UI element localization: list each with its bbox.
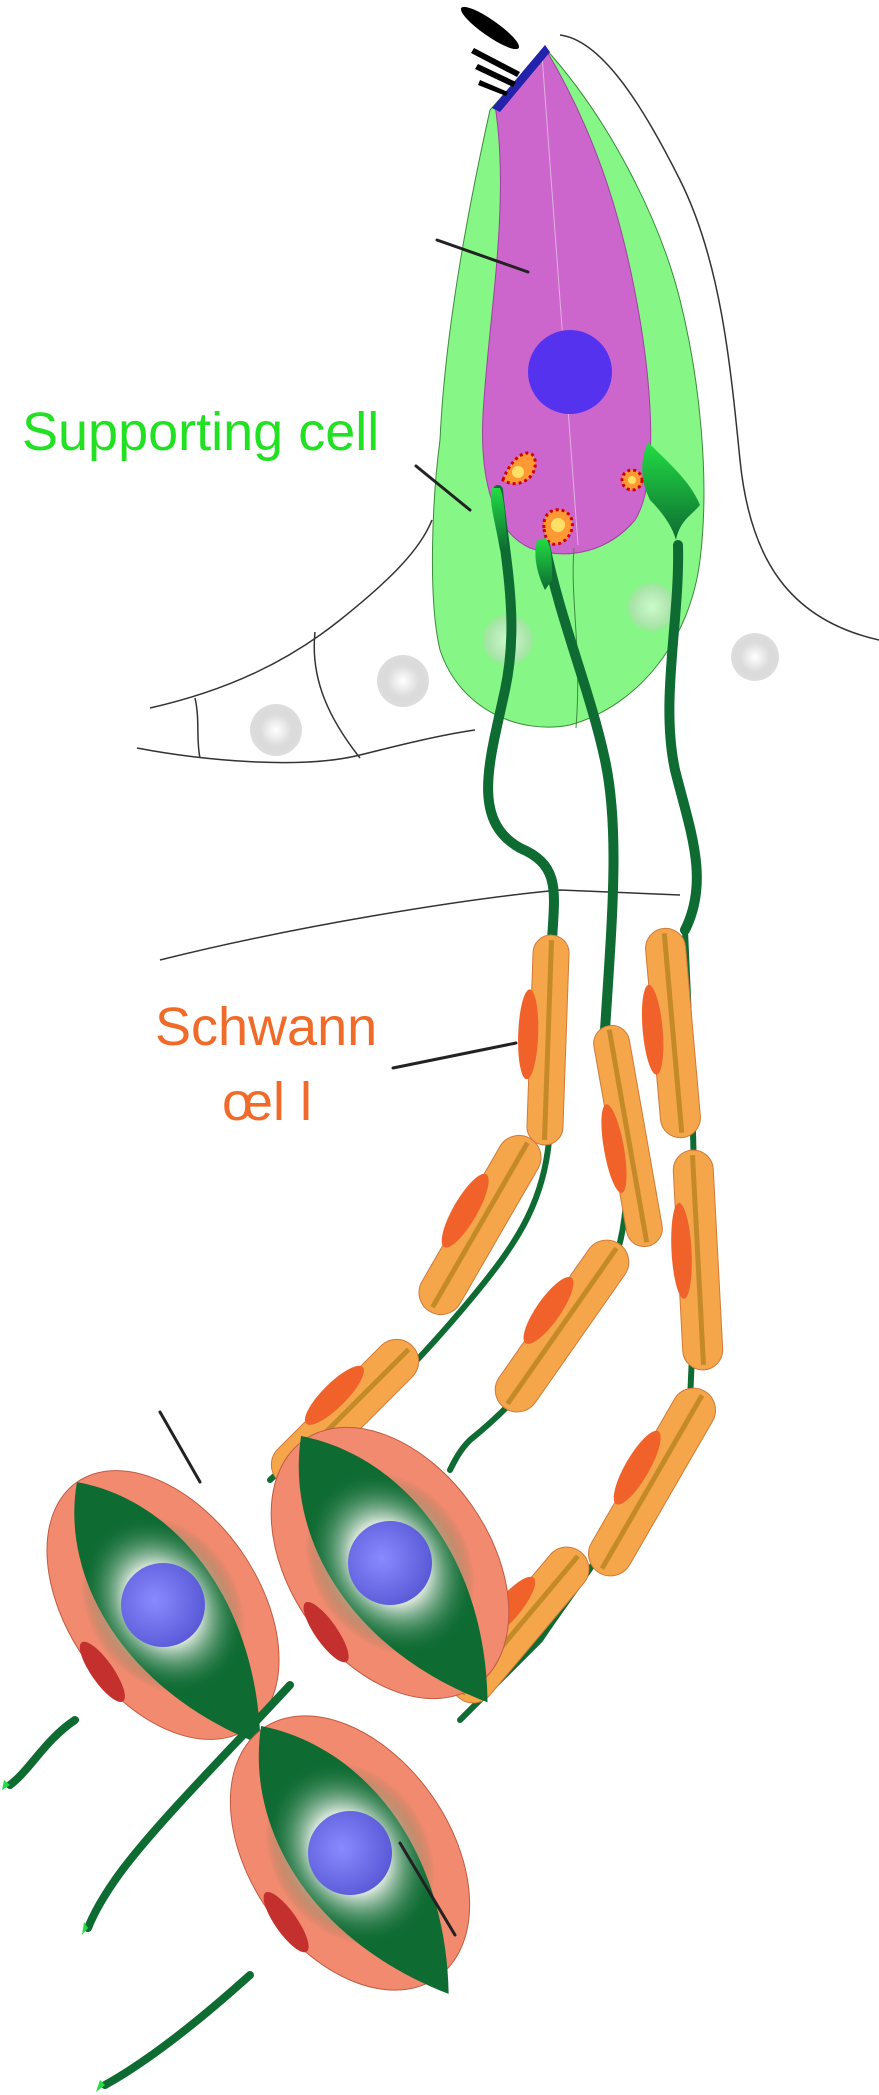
ganglion-cell xyxy=(270,1426,510,1703)
cuticular-plate xyxy=(492,45,550,112)
stereocilia-bundle xyxy=(460,6,520,96)
leader-lines xyxy=(158,238,530,1937)
schwann-nucleus xyxy=(641,984,664,1075)
afferent-terminal xyxy=(535,538,552,590)
schwann-nucleus xyxy=(601,1104,627,1193)
ganglion-axon xyxy=(6,1716,79,1789)
supporting-cell-inner-line xyxy=(572,547,579,729)
ganglion-nucleus xyxy=(308,1811,392,1895)
ganglion-axon xyxy=(84,1681,294,1932)
stereocilium xyxy=(478,80,508,96)
schwann-nucleus xyxy=(304,1365,364,1425)
leader-ganglion-lower xyxy=(398,1841,457,1937)
hair-cell-nucleus xyxy=(528,330,612,414)
schwann-cell xyxy=(494,1239,630,1413)
schwann-cell-label-line1: Schwann xyxy=(155,997,378,1057)
axon-terminal-tip xyxy=(82,1922,88,1935)
cell-divider-2 xyxy=(313,631,361,759)
leader-supporting-cell xyxy=(414,464,472,512)
schwann-nucleus xyxy=(441,1173,489,1248)
grey-spheres xyxy=(250,633,779,756)
schwann-nucleus xyxy=(518,989,539,1080)
schwann-cell xyxy=(593,1024,663,1248)
grey-sphere xyxy=(250,704,302,756)
satellite-nucleus xyxy=(303,1601,349,1663)
axon-core xyxy=(542,939,554,1141)
ribbon-center xyxy=(512,466,524,478)
basement-membrane xyxy=(159,889,681,961)
ganglion-nucleus xyxy=(121,1563,205,1647)
tissue-outlines xyxy=(136,34,879,961)
stereocilium xyxy=(471,48,520,77)
tectorial-outline xyxy=(559,34,879,641)
grey-sphere xyxy=(731,633,779,681)
leader-ganglion-upper xyxy=(158,1410,202,1484)
schwann-nucleus xyxy=(523,1276,574,1344)
grey-sphere xyxy=(628,583,676,631)
schwann-cell xyxy=(641,927,701,1139)
leader-schwann-cell xyxy=(391,1041,518,1070)
epithelium-outline-lower xyxy=(136,729,476,764)
schwann-cell xyxy=(671,1149,724,1371)
afferent-terminal xyxy=(490,488,508,550)
synaptic-ribbons xyxy=(501,451,644,546)
axon-core xyxy=(430,1141,530,1309)
ganglion-cells xyxy=(2,1426,510,2092)
stereocilium xyxy=(475,64,516,87)
axon-terminal-tip xyxy=(96,2080,105,2092)
afferent-terminal xyxy=(642,442,700,540)
ganglion-cell xyxy=(229,1715,471,1994)
supporting-cell-label: Supporting cell xyxy=(22,402,380,462)
ribbon-center xyxy=(551,518,565,532)
schwann-cell xyxy=(518,934,570,1146)
ganglion-cell xyxy=(46,1470,280,1745)
nerve-fiber-middle xyxy=(540,540,619,1035)
leader-hair-cell xyxy=(435,238,530,274)
epithelium-outline-left xyxy=(149,519,433,709)
schwann-cell xyxy=(418,1134,542,1316)
schwann-nucleus xyxy=(671,1202,692,1299)
axon-core xyxy=(599,1394,705,1570)
axon-terminal-tip xyxy=(2,1780,10,1790)
nerve-fiber-right xyxy=(664,540,702,935)
ganglion-nucleus xyxy=(348,1521,432,1605)
ganglion-axon xyxy=(101,1971,254,2089)
cell-divider-1 xyxy=(194,697,201,759)
axon-core xyxy=(505,1246,619,1406)
satellite-nucleus xyxy=(79,1641,125,1703)
schwann-cell xyxy=(588,1387,716,1577)
afferent-terminals xyxy=(490,442,700,590)
axon-core xyxy=(606,1029,650,1243)
grey-sphere xyxy=(377,655,429,707)
axon-core xyxy=(661,933,685,1133)
axon-core xyxy=(690,1155,706,1365)
ribbon-center xyxy=(628,476,636,484)
schwann-cell-label-line2: œl l xyxy=(222,1072,312,1132)
satellite-nucleus xyxy=(263,1891,309,1953)
hair-cell-axis xyxy=(541,54,579,546)
hair-cell-body xyxy=(482,47,652,555)
kinocilium xyxy=(460,6,520,50)
nerve-fiber-left xyxy=(483,485,559,945)
schwann-nucleus xyxy=(613,1430,661,1505)
